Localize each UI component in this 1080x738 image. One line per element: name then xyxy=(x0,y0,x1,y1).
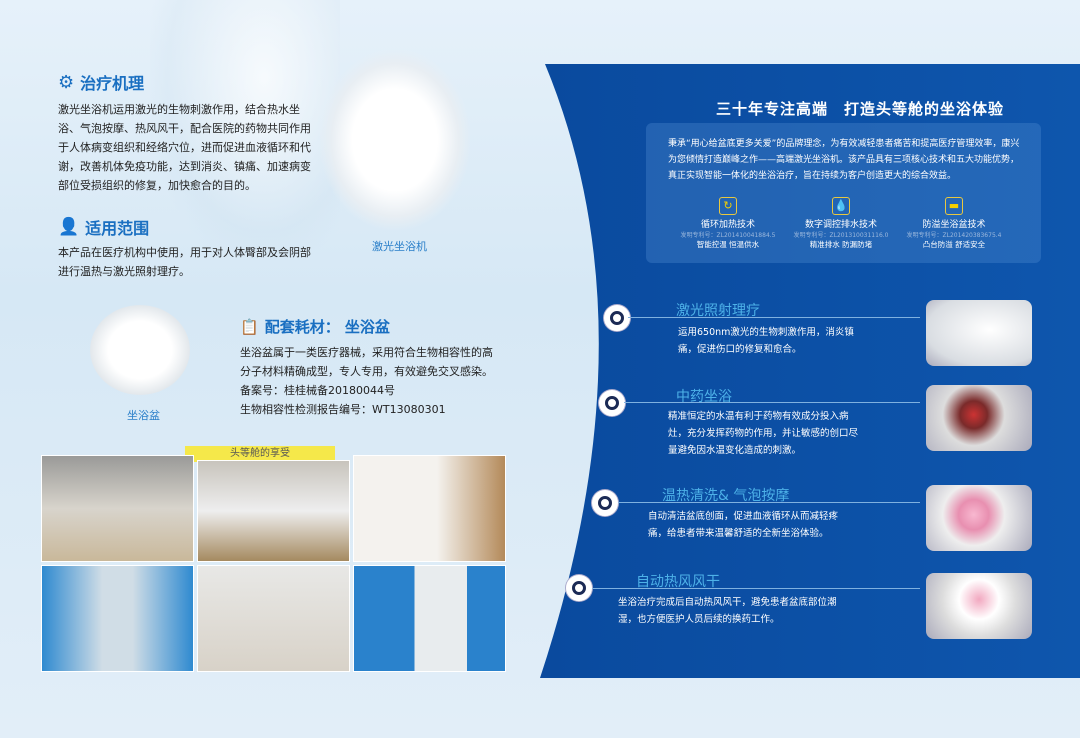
feature-title-dry: 自动热风风干 xyxy=(636,574,720,590)
user-add-icon: 👤 xyxy=(58,217,80,237)
tech-title: 循环加热技术 xyxy=(700,220,755,230)
consumable-heading: 📋 配套耗材： 坐浴盆 xyxy=(240,316,500,337)
scope-title: 适用范围 xyxy=(85,219,150,238)
divider xyxy=(628,317,920,318)
scope-text: 本产品在医疗机构中使用，用于对人体臀部及会阴部进行温热与激光照射理疗。 xyxy=(58,246,311,278)
feature-text-wash: 自动清洁盆底创面，促进血液循环从而减轻疼痛，给患者带来温馨舒适的全新坐浴体验。 xyxy=(648,511,839,539)
intro-box: 秉承“用心给盆底更多关爱”的品牌理念，为有效减轻患者痛苦和提高医疗管理效率，康兴… xyxy=(646,123,1041,263)
feature-title-herbal: 中药坐浴 xyxy=(676,389,732,405)
feature-title-laser: 激光照射理疗 xyxy=(676,303,760,319)
headline: 三十年专注高端 打造头等舱的坐浴体验 xyxy=(715,100,1004,118)
divider xyxy=(618,502,920,503)
feature-text-laser: 运用650nm激光的生物刺激作用，消炎镇痛，促进伤口的修复和愈合。 xyxy=(678,327,854,355)
clipboard-gear-icon: 📋 xyxy=(240,317,259,336)
timeline-ring-icon xyxy=(566,575,592,601)
report-number: 生物相容性检测报告编号：WT13080301 xyxy=(240,403,446,416)
tech-title: 防溢坐浴盆技术 xyxy=(922,220,986,230)
divider xyxy=(624,402,920,403)
feature-title-wash: 温热清洗& 气泡按摩 xyxy=(662,488,790,504)
room-photo-1 xyxy=(41,455,194,562)
gear-icon: ⚙ xyxy=(58,71,75,93)
mechanism-title: 治疗机理 xyxy=(80,74,145,93)
herbal-thumbnail xyxy=(926,385,1032,451)
wash-thumbnail xyxy=(926,485,1032,551)
basin-caption: 坐浴盆 xyxy=(127,409,160,422)
tech-title: 数字调控排水技术 xyxy=(804,220,877,230)
basin-image xyxy=(90,305,190,395)
intro-text: 秉承“用心给盆底更多关爱”的品牌理念，为有效减轻患者痛苦和提高医疗管理效率，康兴… xyxy=(668,139,1020,181)
room-photo-4 xyxy=(41,565,194,672)
feature-text-herbal: 精准恒定的水温有利于药物有效成分投入病灶，充分发挥药物的作用，并让敏感的创口尽量… xyxy=(668,411,859,456)
cycle-icon: ↻ xyxy=(719,197,737,215)
tech-sub: 精准排水 防漏防堵 xyxy=(809,240,873,249)
timeline-ring-icon xyxy=(604,305,630,331)
filing-number: 备案号：桂桂械备20180044号 xyxy=(240,384,395,397)
consumable-title: 配套耗材： 坐浴盆 xyxy=(264,318,390,336)
mechanism-heading: ⚙ 治疗机理 xyxy=(58,70,313,94)
room-photo-2 xyxy=(197,460,350,562)
basin-icon: ▬ xyxy=(945,197,963,215)
water-drop-icon: 💧 xyxy=(832,197,850,215)
consumable-desc: 坐浴盆属于一类医疗器械，采用符合生物相容性的高分子材料精确成型，专人专用，有效避… xyxy=(240,346,493,378)
feature-text-dry: 坐浴治疗完成后自动热风风干，避免患者盆底部位潮湿，也方便医护人员后续的换药工作。 xyxy=(618,597,837,625)
dry-thumbnail xyxy=(926,573,1032,639)
gallery-label: 头等舱的享受 xyxy=(185,446,335,462)
machine-caption: 激光坐浴机 xyxy=(372,240,427,253)
timeline-ring-icon xyxy=(592,490,618,516)
room-photo-5 xyxy=(197,565,350,672)
tech-sub: 凸台防溢 舒适安全 xyxy=(922,240,986,249)
tech-patent: 发明专利号：ZL201310031116.0 xyxy=(793,232,889,239)
woman-photo xyxy=(150,0,340,260)
scope-heading: 👤 适用范围 xyxy=(58,215,313,239)
tech-sub: 智能控温 恒温供水 xyxy=(696,240,760,249)
mechanism-text: 激光坐浴机运用激光的生物刺激作用，结合热水坐浴、气泡按摩、热风风干，配合医院的药… xyxy=(58,103,311,192)
laser-thumbnail xyxy=(926,300,1032,366)
divider xyxy=(592,588,920,589)
tech-patent: 发明专利号：ZL201410041884.5 xyxy=(680,232,776,239)
tech-patent: 发明专利号：ZL201420383675.4 xyxy=(906,232,1002,239)
room-photo-3 xyxy=(353,455,506,562)
timeline-ring-icon xyxy=(599,390,625,416)
room-photo-6 xyxy=(353,565,506,672)
laser-sitz-bath-machine-image xyxy=(320,50,470,230)
